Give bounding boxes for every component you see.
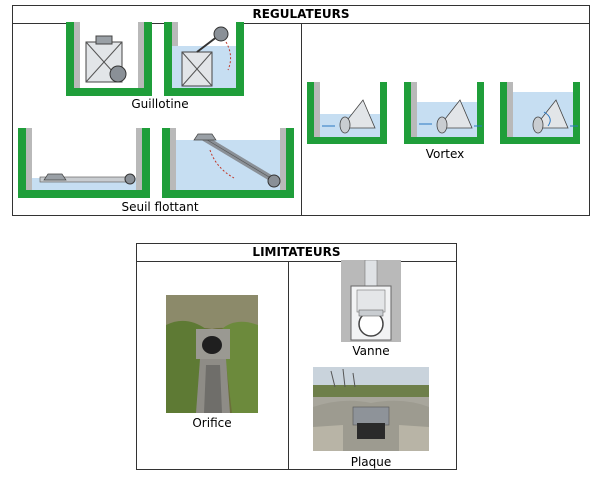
vortex-diagram-1 <box>305 82 389 144</box>
plaque-caption: Plaque <box>350 455 392 469</box>
guillotine-caption: Guillotine <box>131 97 189 111</box>
regulateurs-divider <box>301 24 302 215</box>
seuil-flottant-diagram-2 <box>160 128 296 198</box>
limitateurs-title: LIMITATEURS <box>137 244 456 262</box>
vortex-diagram-3 <box>498 82 582 144</box>
guillotine-diagram-1 <box>66 22 152 96</box>
guillotine-diagram-2 <box>164 22 244 96</box>
limitateurs-divider <box>288 262 289 469</box>
seuil-flottant-caption: Seuil flottant <box>121 200 199 214</box>
vanne-caption: Vanne <box>352 344 390 358</box>
seuil-flottant-diagram-1 <box>14 128 154 198</box>
orifice-caption: Orifice <box>192 416 232 430</box>
vortex-caption: Vortex <box>425 147 465 161</box>
plaque-photo <box>313 367 429 451</box>
vortex-diagram-2 <box>402 82 486 144</box>
orifice-photo <box>166 295 258 413</box>
regulateurs-title: REGULATEURS <box>13 6 589 24</box>
vanne-diagram <box>341 260 401 342</box>
